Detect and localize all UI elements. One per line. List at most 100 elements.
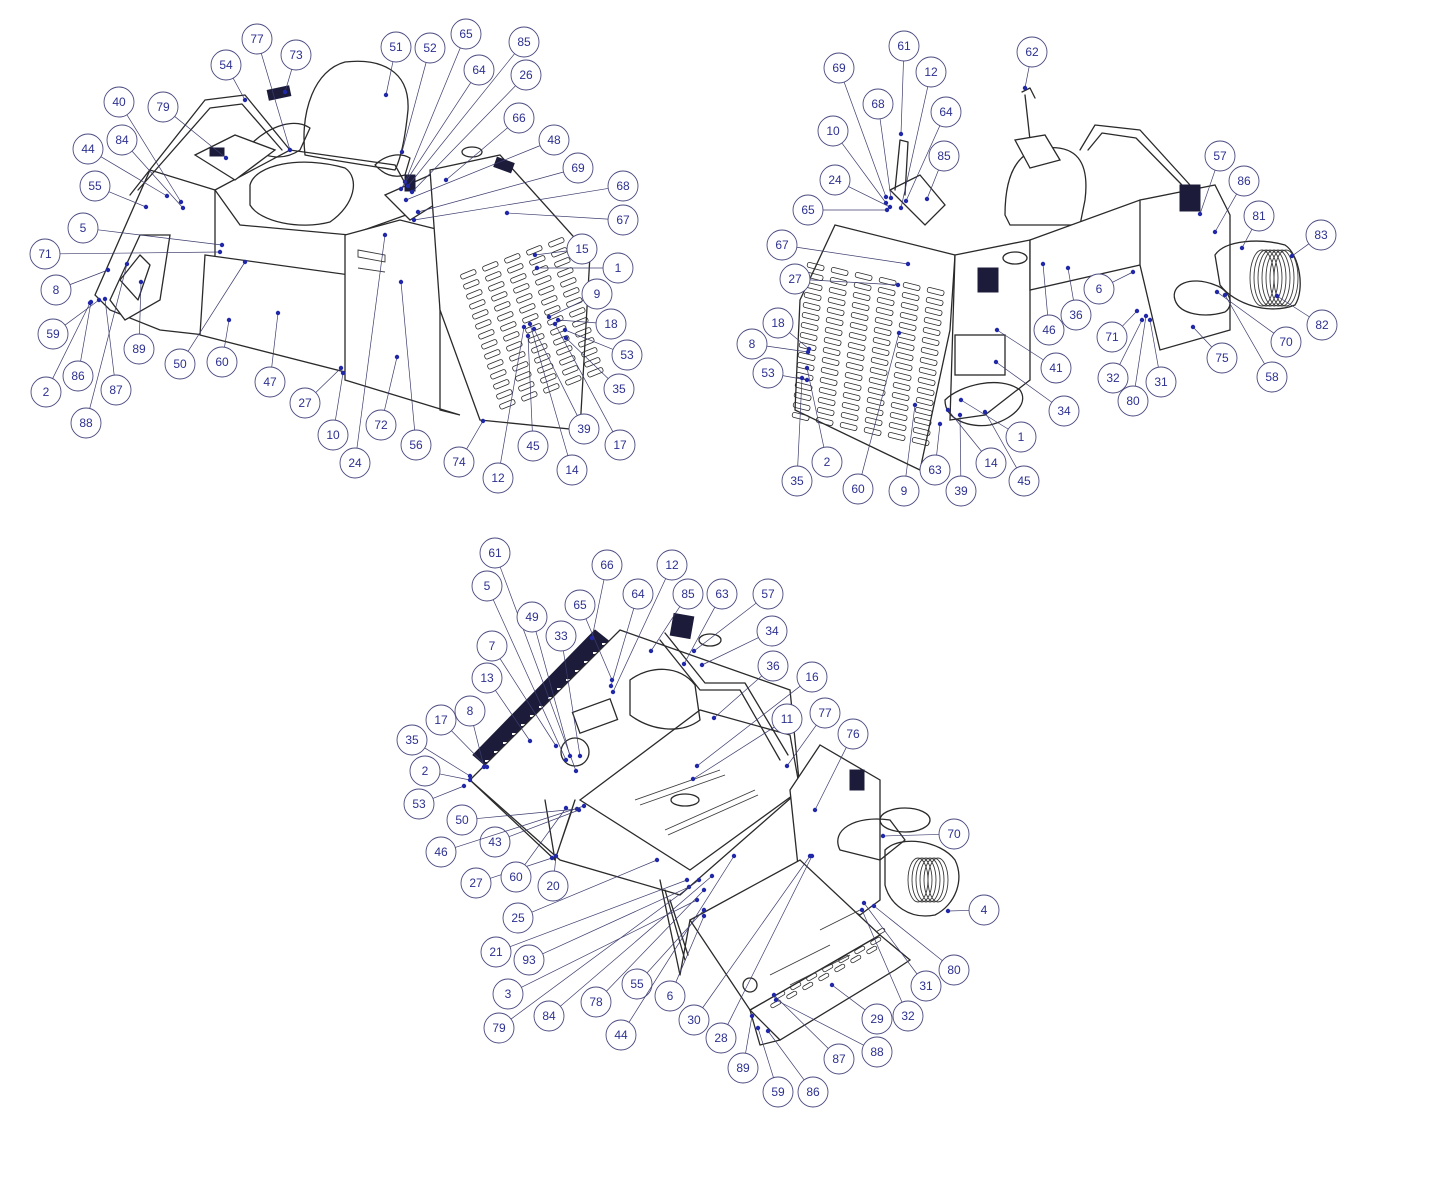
grille-slot (822, 347, 841, 356)
callout-number: 68 (871, 97, 885, 111)
callout-1: 1 (958, 397, 1037, 453)
callout-target-dot (805, 349, 811, 355)
callout-target-dot (609, 677, 615, 683)
view-rear-right-drawing (791, 87, 1301, 471)
callout-leader (131, 150, 184, 209)
air-cleaner-body (1214, 240, 1301, 310)
callout-21: 21 (480, 877, 690, 968)
callout-60: 60 (842, 330, 902, 505)
callout-number: 47 (263, 375, 277, 389)
callout-target-dot (957, 412, 963, 418)
callout-80: 80 (871, 903, 970, 986)
callout-number: 71 (1105, 330, 1119, 344)
callout-target-dot (521, 324, 527, 330)
callout-number: 1 (1018, 430, 1025, 444)
grille-slot (488, 281, 505, 292)
left-console-rear-view (888, 174, 946, 226)
callout-target-dot (993, 359, 999, 365)
grille-slot (864, 417, 883, 426)
callout-leader (612, 578, 666, 693)
joystick-lever (1021, 87, 1036, 141)
callout-bubble (1016, 36, 1048, 68)
callout-number: 59 (46, 327, 60, 341)
callout-target-dot (883, 200, 889, 206)
grille-slot (803, 292, 822, 301)
callout-leader (806, 367, 825, 448)
callout-31: 31 (861, 900, 942, 1002)
callout-number: 66 (512, 111, 526, 125)
grille-dot (602, 643, 606, 645)
callout-leader (713, 675, 762, 719)
callout-8: 8 (40, 267, 111, 306)
callout-target-dot (242, 259, 248, 265)
callout-number: 88 (870, 1045, 884, 1059)
callout-bubble (30, 376, 62, 408)
callout-target-dot (701, 907, 707, 913)
callout-number: 65 (801, 203, 815, 217)
grille-slot (499, 399, 516, 410)
callout-leader (1241, 229, 1253, 249)
callout-bubble (862, 88, 894, 120)
callout-bubble (861, 1036, 893, 1068)
callout-number: 8 (467, 704, 474, 718)
callout-target-dot (1289, 253, 1295, 259)
air-cleaner-fins (1249, 249, 1299, 307)
callout-target-dot (861, 900, 867, 906)
callout-leader (1122, 310, 1138, 327)
callout-number: 86 (1237, 174, 1251, 188)
callout-target-dot (1212, 229, 1218, 235)
callout-target-dot (690, 776, 696, 782)
underside-rollbar (659, 632, 789, 761)
grille-slot (895, 352, 914, 361)
callout-number: 45 (526, 439, 540, 453)
callout-target-dot (105, 267, 111, 273)
callout-number: 17 (613, 438, 627, 452)
callout-leader (831, 984, 866, 1011)
callout-5: 5 (471, 570, 569, 763)
callout-number: 1 (615, 261, 622, 275)
callout-bubble (460, 867, 492, 899)
callout-44: 44 (605, 853, 737, 1051)
callout-bubble (607, 170, 639, 202)
callout-target-dot (226, 317, 232, 323)
callout-target-dot (1139, 317, 1145, 323)
callout-leader (841, 142, 887, 204)
grille-slot (491, 291, 508, 302)
callout-28: 28 (705, 853, 815, 1054)
callout-target-dot (403, 197, 409, 203)
callout-number: 8 (53, 283, 60, 297)
callout-leader (495, 690, 531, 742)
callout-target-dot (555, 317, 561, 323)
callout-leader (702, 855, 811, 1008)
callout-bubble (147, 91, 179, 123)
callout-target-dot (898, 205, 904, 211)
callout-number: 66 (600, 558, 614, 572)
callout-bubble (564, 589, 596, 621)
callout-bubble (463, 54, 495, 86)
callout-bubble (771, 703, 803, 735)
callout-number: 57 (1213, 149, 1227, 163)
callout-leader (548, 300, 584, 318)
callout-leader (529, 323, 569, 456)
callout-leader (873, 905, 943, 961)
callout-target-dot (799, 375, 805, 381)
callout-number: 60 (509, 870, 523, 884)
left-control-console (193, 134, 277, 181)
callout-target-dot (812, 807, 818, 813)
callout-bubble (1096, 321, 1128, 353)
grille-slot (481, 339, 498, 350)
grille-slot (460, 269, 477, 280)
grille-slot (916, 387, 935, 396)
grille-slot (565, 375, 582, 386)
callout-50: 50 (164, 259, 248, 380)
callout-number: 5 (80, 221, 87, 235)
callout-number: 85 (681, 587, 695, 601)
callout-target-dot (534, 265, 540, 271)
callout-target-dot (480, 418, 486, 424)
callout-leader (848, 186, 891, 208)
callout-bubble (930, 96, 962, 128)
callout-89: 89 (727, 1013, 759, 1084)
callout-number: 27 (788, 272, 802, 286)
callout-number: 7 (489, 639, 496, 653)
callout-bubble (781, 465, 813, 497)
